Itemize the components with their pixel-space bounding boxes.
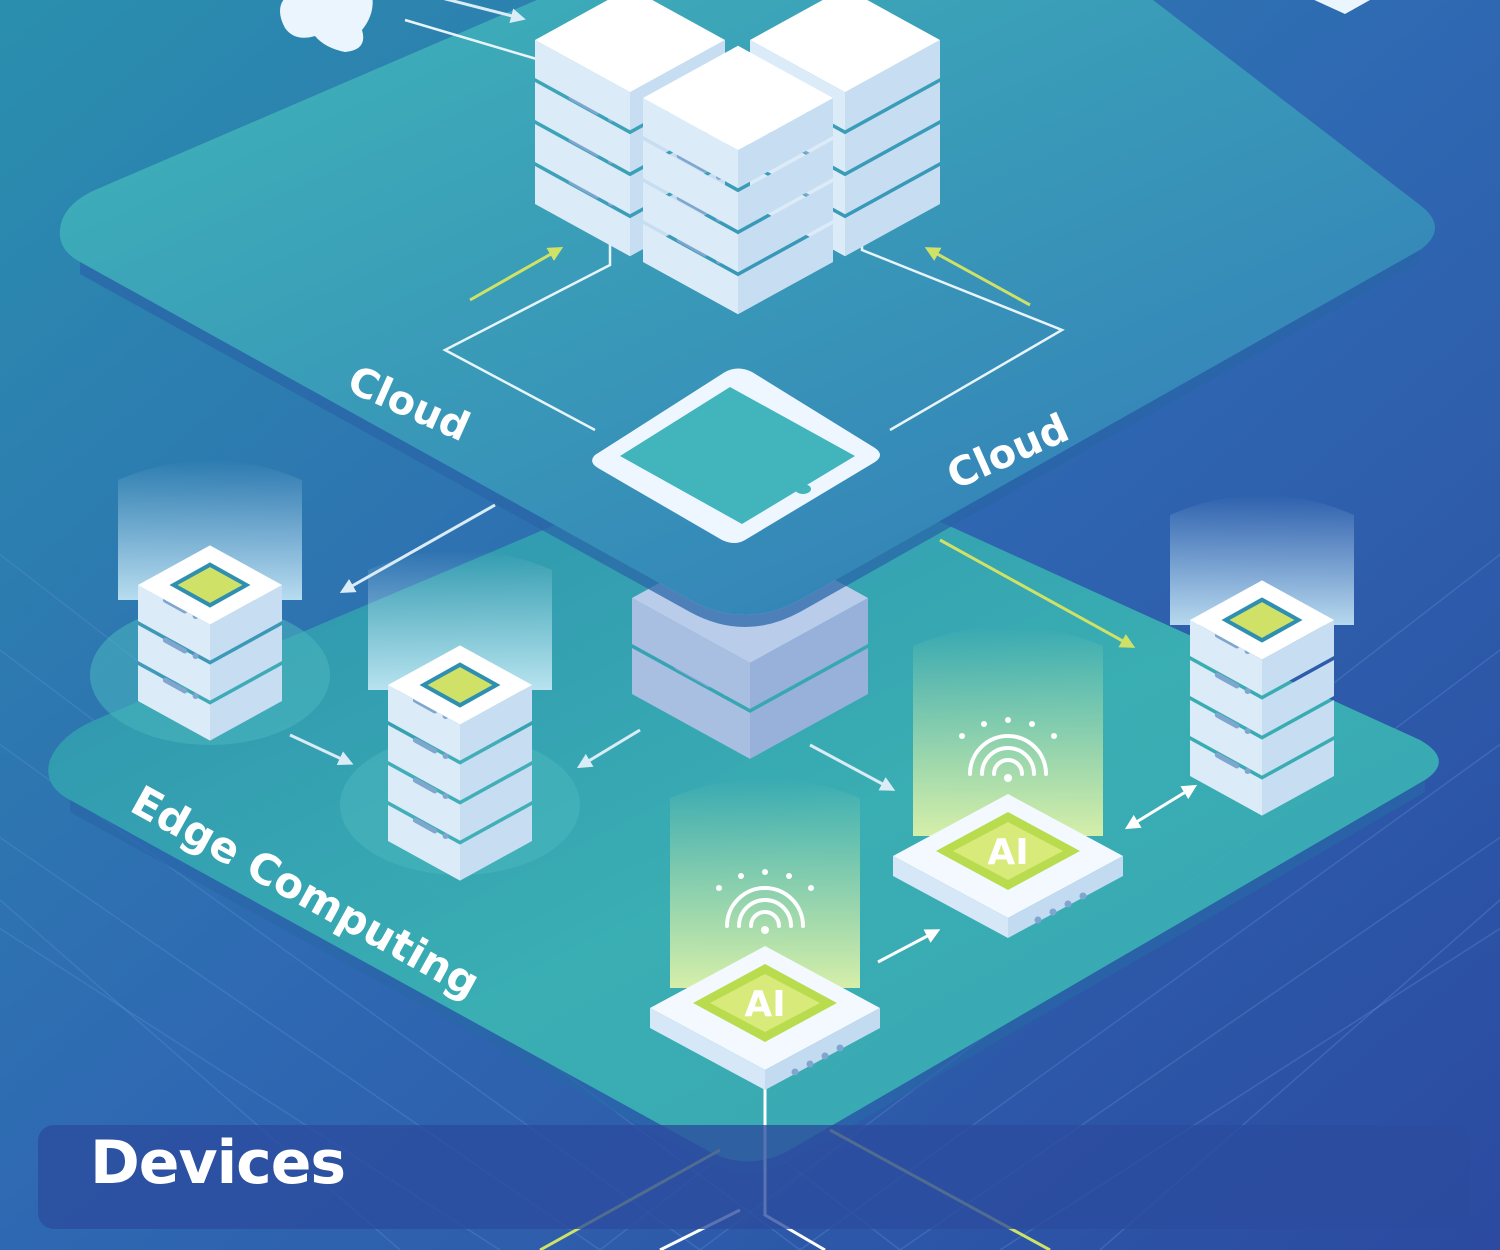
edge-servers (90, 460, 1354, 881)
devices-bar (38, 1125, 1470, 1229)
arrow (924, 247, 1031, 307)
tablet-icon (592, 368, 880, 543)
arrow (469, 247, 564, 302)
server-stack-icon (138, 545, 282, 741)
glow-beam (368, 550, 552, 690)
wifi-signal-icon (716, 869, 814, 934)
ai-chip-icon: AI (650, 778, 880, 1090)
glow-beam (118, 460, 302, 600)
ai-chip-label: AI (987, 832, 1028, 873)
cloud-icon (280, 0, 373, 52)
server-corner (1314, 0, 1370, 14)
ai-chip-label: AI (744, 984, 785, 1025)
ai-chips: AI AI (650, 626, 1123, 1090)
edge-arrows (289, 503, 1198, 964)
cloud-servers (535, 0, 940, 315)
devices-title: Devices (90, 1128, 346, 1198)
glow-beam (1170, 495, 1354, 625)
server-stack-icon (643, 45, 833, 315)
glow-beam (913, 626, 1103, 836)
arrow (443, 0, 526, 24)
wifi-signal-icon (959, 717, 1057, 782)
server-stack-icon (388, 645, 532, 881)
glow-beam (670, 778, 860, 988)
server-stack-icon (1190, 580, 1334, 816)
ai-chip-icon: AI (893, 626, 1123, 938)
